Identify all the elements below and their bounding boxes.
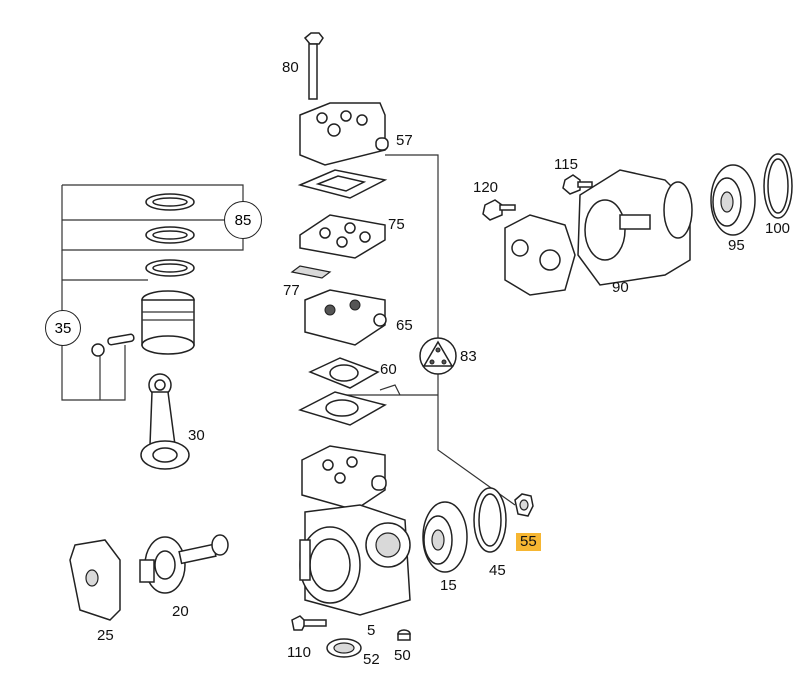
gasket-drawing (297, 169, 388, 199)
part-label-50[interactable]: 50 (394, 647, 411, 664)
o-ring-45-drawing (473, 487, 507, 553)
part-label-110[interactable]: 110 (287, 644, 311, 661)
part-label-115[interactable]: 115 (554, 156, 578, 173)
part-label-90[interactable]: 90 (612, 279, 629, 296)
part-label-77[interactable]: 77 (283, 282, 300, 299)
piston-pin-drawing (107, 333, 135, 346)
plug-50-drawing (397, 629, 411, 641)
lower-gasket-drawing (298, 391, 387, 426)
part-label-57[interactable]: 57 (396, 132, 413, 149)
part-label-30[interactable]: 30 (188, 427, 205, 444)
ring-100-drawing (763, 153, 793, 219)
pump-assembly-drawing (482, 169, 693, 296)
gasket-60-drawing (308, 357, 380, 389)
gear-95-drawing (710, 164, 756, 236)
part-label-15[interactable]: 15 (440, 577, 457, 594)
spring-clip-drawing (379, 384, 401, 396)
gear-15-drawing (422, 501, 468, 573)
part-label-25[interactable]: 25 (97, 627, 114, 644)
part-label-35[interactable]: 35 (45, 310, 81, 346)
piston-drawing (141, 290, 195, 355)
part-label-5[interactable]: 5 (367, 622, 376, 639)
part-label-20[interactable]: 20 (172, 603, 189, 620)
part-label-75[interactable]: 75 (388, 216, 405, 233)
nut-55-drawing (514, 493, 534, 517)
triangle-valve-83-drawing (419, 337, 457, 375)
cylinder-head-57-drawing (299, 102, 389, 166)
part-label-60[interactable]: 60 (380, 361, 397, 378)
leader-lines (61, 154, 516, 506)
part-label-120[interactable]: 120 (473, 179, 499, 196)
crankshaft-20-drawing (139, 534, 229, 594)
circlip-drawing (91, 343, 105, 357)
crankcase-drawing (299, 445, 411, 616)
part-label-55-highlighted[interactable]: 55 (516, 533, 541, 551)
piston-rings-drawing (145, 193, 195, 277)
bolt-110-drawing (291, 615, 327, 631)
bolt-80-drawing (303, 32, 324, 100)
connecting-rod-30-drawing (140, 373, 190, 470)
part-label-65[interactable]: 65 (396, 317, 413, 334)
part-label-100[interactable]: 100 (765, 220, 791, 237)
part-label-45[interactable]: 45 (489, 562, 506, 579)
seal-52-drawing (326, 638, 362, 658)
part-label-52[interactable]: 52 (363, 651, 380, 668)
part-label-95[interactable]: 95 (728, 237, 745, 254)
part-label-85[interactable]: 85 (224, 201, 262, 239)
valve-plate-75-drawing (299, 214, 386, 259)
part-label-80[interactable]: 80 (282, 59, 299, 76)
part-label-83[interactable]: 83 (460, 348, 477, 365)
valve-housing-65-drawing (304, 289, 387, 346)
reed-77-drawing (290, 265, 332, 279)
cover-25-drawing (69, 539, 121, 621)
